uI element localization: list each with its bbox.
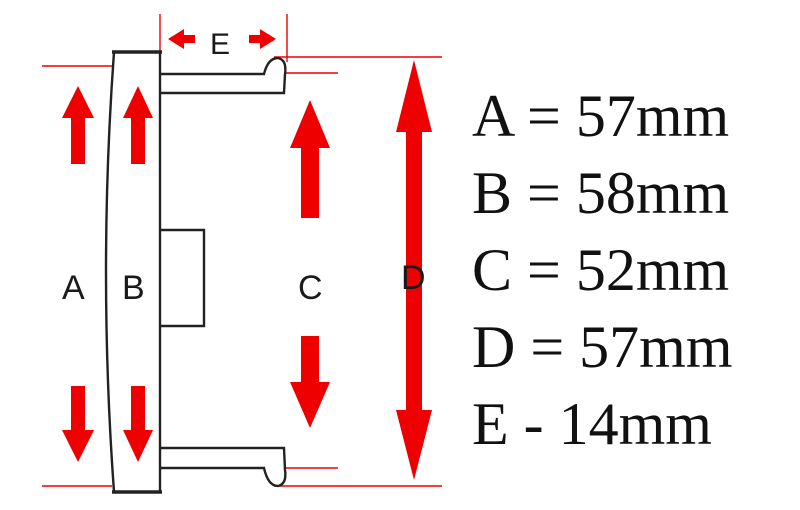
- cap-face: [104, 50, 162, 494]
- label-d: D: [401, 259, 426, 297]
- cap-outline: [104, 50, 287, 494]
- label-c: C: [298, 269, 323, 307]
- arrow-e-left-icon: [168, 29, 195, 49]
- arrow-d-double-icon: [396, 60, 432, 480]
- spec-list: A = 57mm B = 58mm C = 52mm D = 57mm E - …: [472, 78, 733, 463]
- arrow-c-up-icon: [290, 100, 330, 218]
- reference-lines: [42, 14, 442, 487]
- spec-a: A = 57mm: [472, 83, 730, 149]
- spec-d: D = 57mm: [472, 314, 733, 380]
- arrow-b-up-icon: [123, 86, 153, 164]
- spec-c: C = 52mm: [472, 237, 730, 303]
- arrow-a-up-icon: [62, 86, 94, 164]
- label-b: B: [122, 269, 145, 307]
- arrow-c-down-icon: [290, 336, 330, 428]
- label-a: A: [62, 269, 85, 307]
- dimension-arrows: [62, 29, 432, 480]
- spec-b: B = 58mm: [472, 160, 730, 226]
- top-clip: [160, 56, 287, 95]
- label-e: E: [210, 28, 230, 61]
- spec-e: E - 14mm: [472, 391, 712, 457]
- arrow-a-down-icon: [62, 386, 94, 462]
- cap-center-boss: [160, 228, 206, 328]
- arrow-e-right-icon: [249, 29, 276, 49]
- arrow-b-down-icon: [123, 386, 153, 462]
- bottom-clip: [160, 446, 287, 488]
